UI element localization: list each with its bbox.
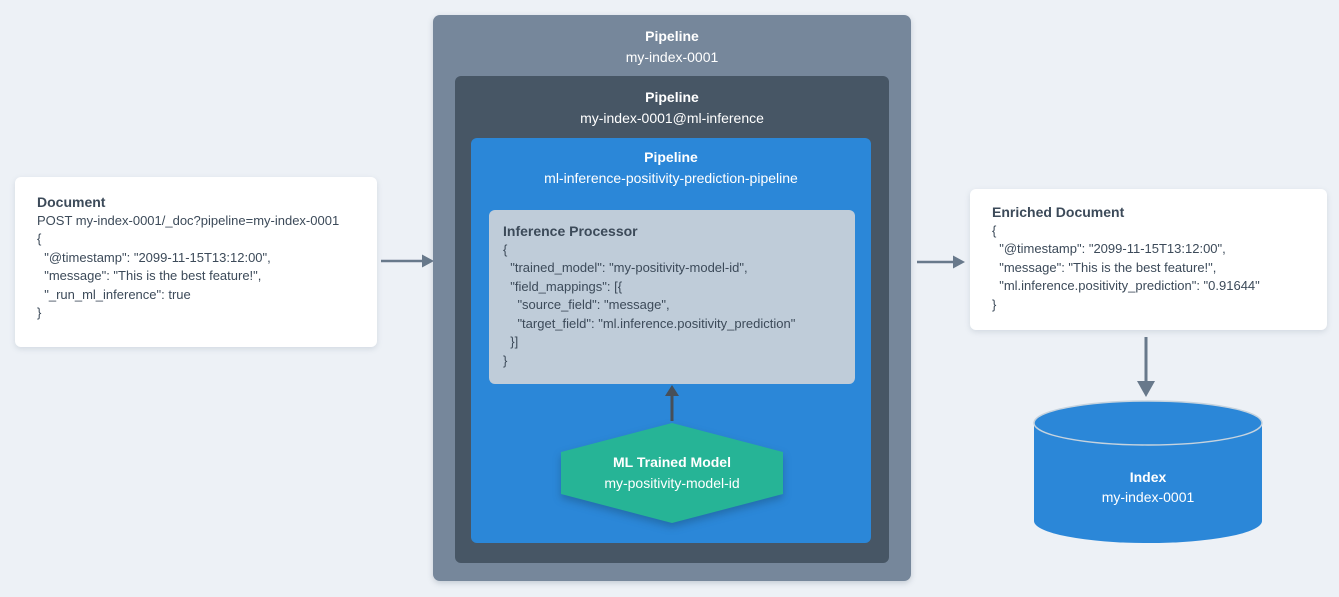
ml-trained-model-node: ML Trained Model my-positivity-model-id xyxy=(561,423,783,523)
document-card-title: Document xyxy=(37,194,106,210)
ml-inference-pipeline-label: Pipeline xyxy=(645,89,699,105)
flow-arrow-up-icon xyxy=(665,385,679,421)
outer-pipeline-header: Pipeline my-index-0001 xyxy=(433,26,911,68)
cylinder-shape xyxy=(1033,400,1263,543)
enriched-document-card: Enriched Document { "@timestamp": "2099-… xyxy=(970,189,1327,330)
index-label-group: Index my-index-0001 xyxy=(1033,428,1263,545)
ml-inference-pipeline-name: my-index-0001@ml-inference xyxy=(580,110,764,126)
index-title: Index xyxy=(1129,468,1167,485)
ml-model-title: ML Trained Model xyxy=(613,454,731,470)
positivity-pipeline-box: Pipeline ml-inference-positivity-predict… xyxy=(471,138,871,543)
positivity-pipeline-name: ml-inference-positivity-prediction-pipel… xyxy=(544,170,798,186)
ml-inference-pipeline-header: Pipeline my-index-0001@ml-inference xyxy=(455,87,889,129)
inference-processor-box: Inference Processor { "trained_model": "… xyxy=(489,210,855,384)
outer-pipeline-label: Pipeline xyxy=(645,28,699,44)
flow-arrow-right-icon xyxy=(381,254,434,268)
flow-arrow-right-icon xyxy=(917,255,965,269)
outer-pipeline-box: Pipeline my-index-0001 Pipeline my-index… xyxy=(433,15,911,581)
ml-inference-pipeline-box: Pipeline my-index-0001@ml-inference Pipe… xyxy=(455,76,889,563)
enriched-document-title: Enriched Document xyxy=(992,204,1125,220)
enriched-document-code: { "@timestamp": "2099-11-15T13:12:00", "… xyxy=(992,222,1260,312)
document-card-code: POST my-index-0001/_doc?pipeline=my-inde… xyxy=(37,212,340,321)
inference-processor-title: Inference Processor xyxy=(503,223,638,239)
hexagon-shape: ML Trained Model my-positivity-model-id xyxy=(561,423,783,523)
index-name: my-index-0001 xyxy=(1101,488,1195,505)
positivity-pipeline-label: Pipeline xyxy=(644,149,698,165)
ml-model-name: my-positivity-model-id xyxy=(604,475,740,491)
index-cylinder: Index my-index-0001 xyxy=(1033,400,1263,545)
inference-processor-code: { "trained_model": "my-positivity-model-… xyxy=(503,241,796,368)
outer-pipeline-name: my-index-0001 xyxy=(625,49,719,65)
document-card: Document POST my-index-0001/_doc?pipelin… xyxy=(15,177,377,347)
flow-arrow-down-icon xyxy=(1137,337,1155,397)
positivity-pipeline-header: Pipeline ml-inference-positivity-predict… xyxy=(471,147,871,189)
